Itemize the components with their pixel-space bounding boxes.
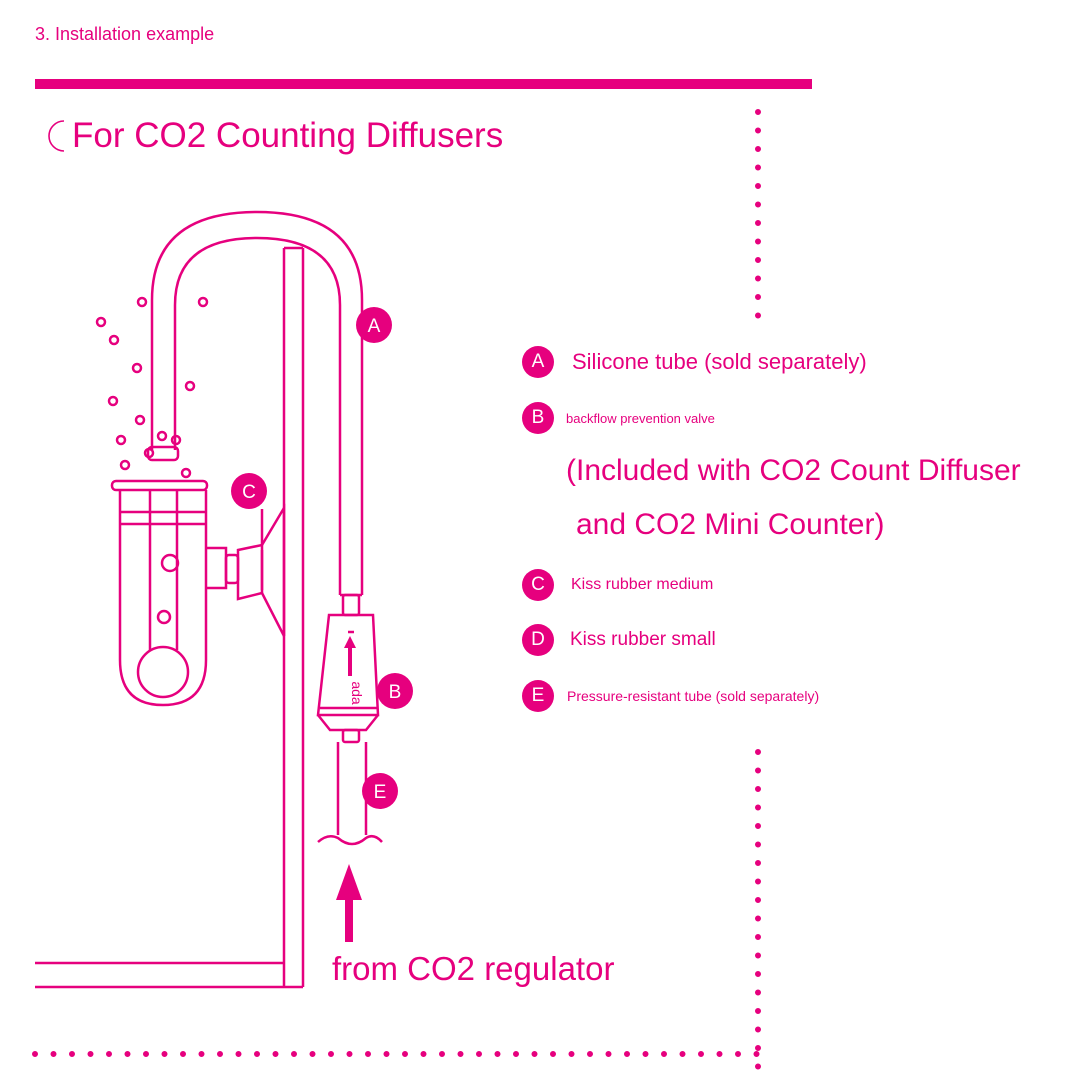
legend-item-d: D Kiss rubber small [522, 624, 716, 656]
legend-label-a: Silicone tube (sold separately) [572, 349, 867, 374]
legend-badge-e: E [522, 680, 554, 712]
legend-item-e: E Pressure-resistant tube (sold separate… [522, 680, 819, 712]
silicone-tube [150, 210, 364, 597]
legend-item-b: B backflow prevention valve [522, 402, 715, 434]
legend-badge-c: C [522, 569, 554, 601]
marker-b: B [377, 673, 413, 709]
co2-inflow-arrow-icon [336, 864, 362, 942]
backflow-valve [316, 593, 380, 744]
counter-inlet-connector [146, 445, 180, 462]
aquarium-glass [35, 246, 305, 989]
included-note-line2: and CO2 Mini Counter) [576, 508, 885, 541]
page-title: For CO2 Counting Diffusers [72, 116, 504, 155]
header-divider [35, 79, 812, 89]
svg-text:C: C [242, 482, 256, 503]
legend-item-c: C Kiss rubber medium [522, 569, 713, 601]
legend-label-d: Kiss rubber small [570, 629, 716, 650]
marker-a: A [356, 307, 392, 343]
kiss-rubber [224, 503, 286, 637]
legend-badge-d: D [522, 624, 554, 656]
svg-text:A: A [368, 316, 381, 337]
section-label: 3. Installation example [35, 24, 215, 44]
svg-text:B: B [389, 682, 402, 703]
legend-label-b: backflow prevention valve [566, 410, 715, 426]
legend-label-e: Pressure-resistant tube (sold separately… [567, 688, 820, 704]
marker-e: E [362, 773, 398, 809]
legend-badge-a: A [522, 346, 554, 378]
title-bracket-icon [48, 120, 65, 152]
legend-badge-b: B [522, 402, 554, 434]
legend-label-c: Kiss rubber medium [571, 576, 714, 593]
co2-bubbles [95, 296, 209, 479]
svg-text:E: E [374, 782, 387, 803]
marker-c: C [231, 473, 267, 545]
valve-marking: ada [349, 681, 365, 705]
legend-item-a: A Silicone tube (sold separately) [522, 346, 867, 378]
co2-source-label: from CO2 regulator [332, 950, 615, 987]
flow-direction-icon [344, 636, 356, 676]
bubble-counter [110, 479, 228, 707]
title-row: For CO2 Counting Diffusers [36, 114, 503, 158]
included-note-line1: (Included with CO2 Count Diffuser [566, 454, 1021, 487]
